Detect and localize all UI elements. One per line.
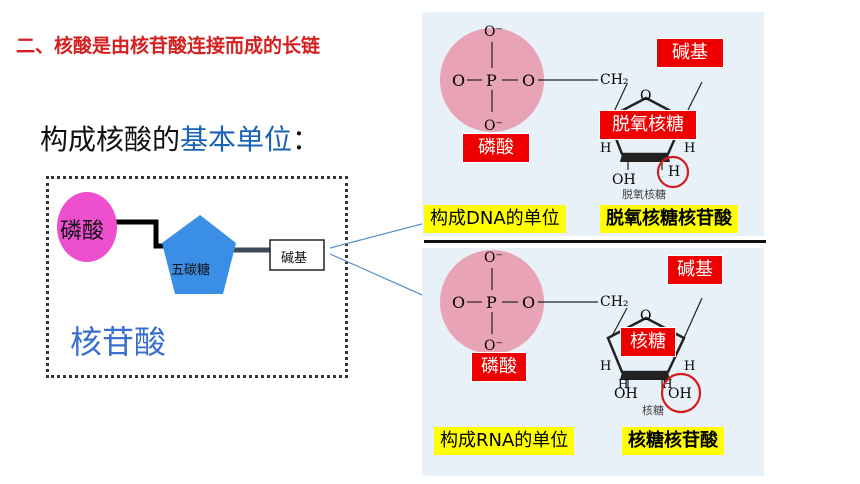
phosphate-label: 磷酸 xyxy=(60,219,105,244)
subtitle: 构成核酸的基本单位： xyxy=(40,118,320,158)
rna-ring-bold-edge xyxy=(620,372,670,380)
rna-atom-o-left: O xyxy=(452,293,465,312)
dna-oh: OH xyxy=(612,172,636,188)
rna-oh: OH xyxy=(614,386,638,402)
dna-phosphate-tag: 磷酸 xyxy=(462,133,530,163)
dna-atom-ch2: CH₂ xyxy=(600,72,629,88)
rna-atom-ch2: CH₂ xyxy=(600,294,629,310)
rna-atom-o-top: O⁻ xyxy=(484,250,503,266)
dna-atom-o-top: O⁻ xyxy=(484,24,503,40)
dna-base-tag: 碱基 xyxy=(656,38,724,68)
rna-atom-p: P xyxy=(486,293,497,312)
subtitle-suffix: ： xyxy=(292,123,321,156)
rna-atom-o-right: O xyxy=(522,293,535,312)
dna-highlight-circle xyxy=(656,155,690,189)
dna-atom-o-bottom: O⁻ xyxy=(484,118,503,134)
rna-sugar-caption: 核糖 xyxy=(642,403,664,417)
base-label: 碱基 xyxy=(281,251,308,266)
rna-unit-label: 构成RNA的单位 xyxy=(434,427,575,455)
nucleotide-caption: 核苷酸 xyxy=(70,323,167,361)
rna-oh-circled: OH xyxy=(668,386,692,402)
dna-h-circled: H xyxy=(668,164,680,180)
rna-sugar-tag: 核糖 xyxy=(620,327,676,357)
dna-atom-p: P xyxy=(486,71,497,90)
sugar-label: 五碳糖 xyxy=(171,263,211,278)
rna-base-tag: 碱基 xyxy=(667,255,723,285)
rna-h3: H xyxy=(618,377,628,391)
slide-heading: 二、核酸是由核苷酸连接而成的长链 xyxy=(16,35,321,57)
dna-ring-bold-edge xyxy=(620,154,670,162)
rna-highlight-circle xyxy=(660,372,702,414)
rna-ring-oxygen: O xyxy=(640,308,651,324)
dna-name-label: 脱氧核糖核苷酸 xyxy=(600,205,738,233)
dna-h1: H xyxy=(600,141,611,156)
rna-phosphate-tag: 磷酸 xyxy=(471,352,527,382)
rna-h4: H xyxy=(662,377,672,391)
dna-phosphate-circle xyxy=(440,28,544,132)
dna-sugar-caption: 脱氧核糖 xyxy=(622,187,666,201)
sugar-pentagon xyxy=(162,215,236,294)
base-rectangle xyxy=(269,239,325,271)
dna-atom-o-left: O xyxy=(452,71,465,90)
rna-h1: H xyxy=(600,359,611,374)
nucleotide-diagram-frame xyxy=(46,176,348,378)
dna-sugar-tag: 脱氧核糖 xyxy=(599,110,697,140)
panel-divider xyxy=(424,240,766,243)
dna-unit-label: 构成DNA的单位 xyxy=(424,205,566,233)
subtitle-prefix: 构成核酸的 xyxy=(40,123,181,156)
rna-name-label: 核糖核苷酸 xyxy=(622,427,724,455)
rna-phosphate-circle xyxy=(440,250,544,354)
phosphate-circle xyxy=(57,192,117,262)
dna-atom-o-right: O xyxy=(522,71,535,90)
rna-h2: H xyxy=(684,359,695,374)
rna-structure: O⁻ O P O O⁻ CH₂ O H H H H OH OH 核糖 xyxy=(440,250,703,417)
subtitle-highlight: 基本单位 xyxy=(180,123,293,156)
dna-h2: H xyxy=(684,141,695,156)
dna-ring-oxygen: O xyxy=(640,88,651,104)
phosphate-sugar-bond xyxy=(116,219,170,249)
dna-structure: O⁻ O P O O⁻ CH₂ O H H OH H 脱氧核糖 xyxy=(440,24,703,201)
rna-atom-o-bottom: O⁻ xyxy=(484,338,503,354)
